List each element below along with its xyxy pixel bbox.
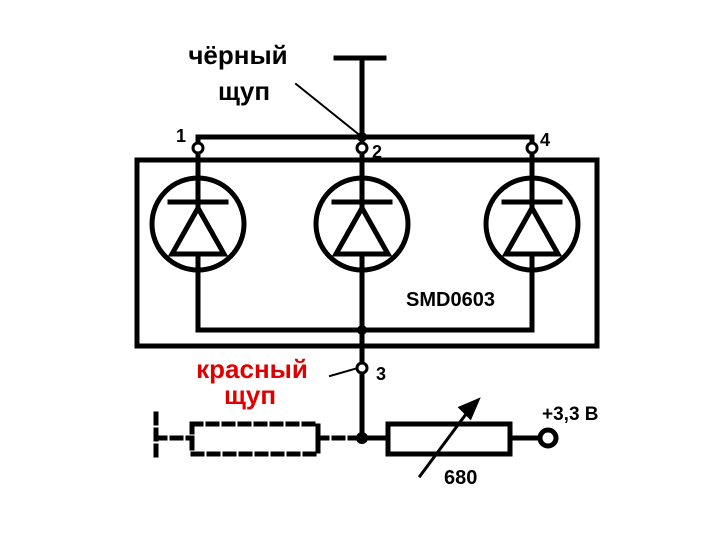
led-diode-2-icon bbox=[313, 149, 411, 333]
dashed-optional-component bbox=[153, 411, 365, 465]
black-probe-wire bbox=[294, 55, 387, 140]
pin2-terminal bbox=[355, 141, 369, 155]
pin2-label: 2 bbox=[372, 142, 382, 162]
pin4-label: 4 bbox=[540, 130, 550, 150]
resistor-value-label: 680 bbox=[444, 467, 477, 489]
pin-terminals bbox=[191, 141, 539, 375]
led-diode-3-icon bbox=[483, 149, 581, 333]
red-probe-pointer bbox=[328, 366, 360, 378]
junction-dots bbox=[356, 132, 368, 444]
red-probe-label-line2: щуп bbox=[224, 380, 276, 410]
pin1-label: 1 bbox=[176, 126, 186, 146]
pin3-label: 3 bbox=[376, 364, 386, 384]
package-box bbox=[134, 157, 600, 349]
red-probe-label-line1: красный bbox=[196, 354, 308, 384]
black-probe-label-line1: чёрный bbox=[188, 40, 287, 70]
led-diode-1-icon bbox=[149, 149, 247, 333]
pin4-terminal bbox=[525, 141, 539, 155]
pin3-terminal bbox=[355, 361, 369, 375]
supply-label: +3,3 В bbox=[542, 404, 599, 425]
pin1-terminal bbox=[191, 141, 205, 155]
package-label: SMD0603 bbox=[406, 289, 495, 311]
black-probe-label-line2: щуп bbox=[218, 76, 270, 106]
variable-resistor-icon bbox=[359, 397, 543, 479]
supply-terminal-icon bbox=[537, 427, 559, 449]
